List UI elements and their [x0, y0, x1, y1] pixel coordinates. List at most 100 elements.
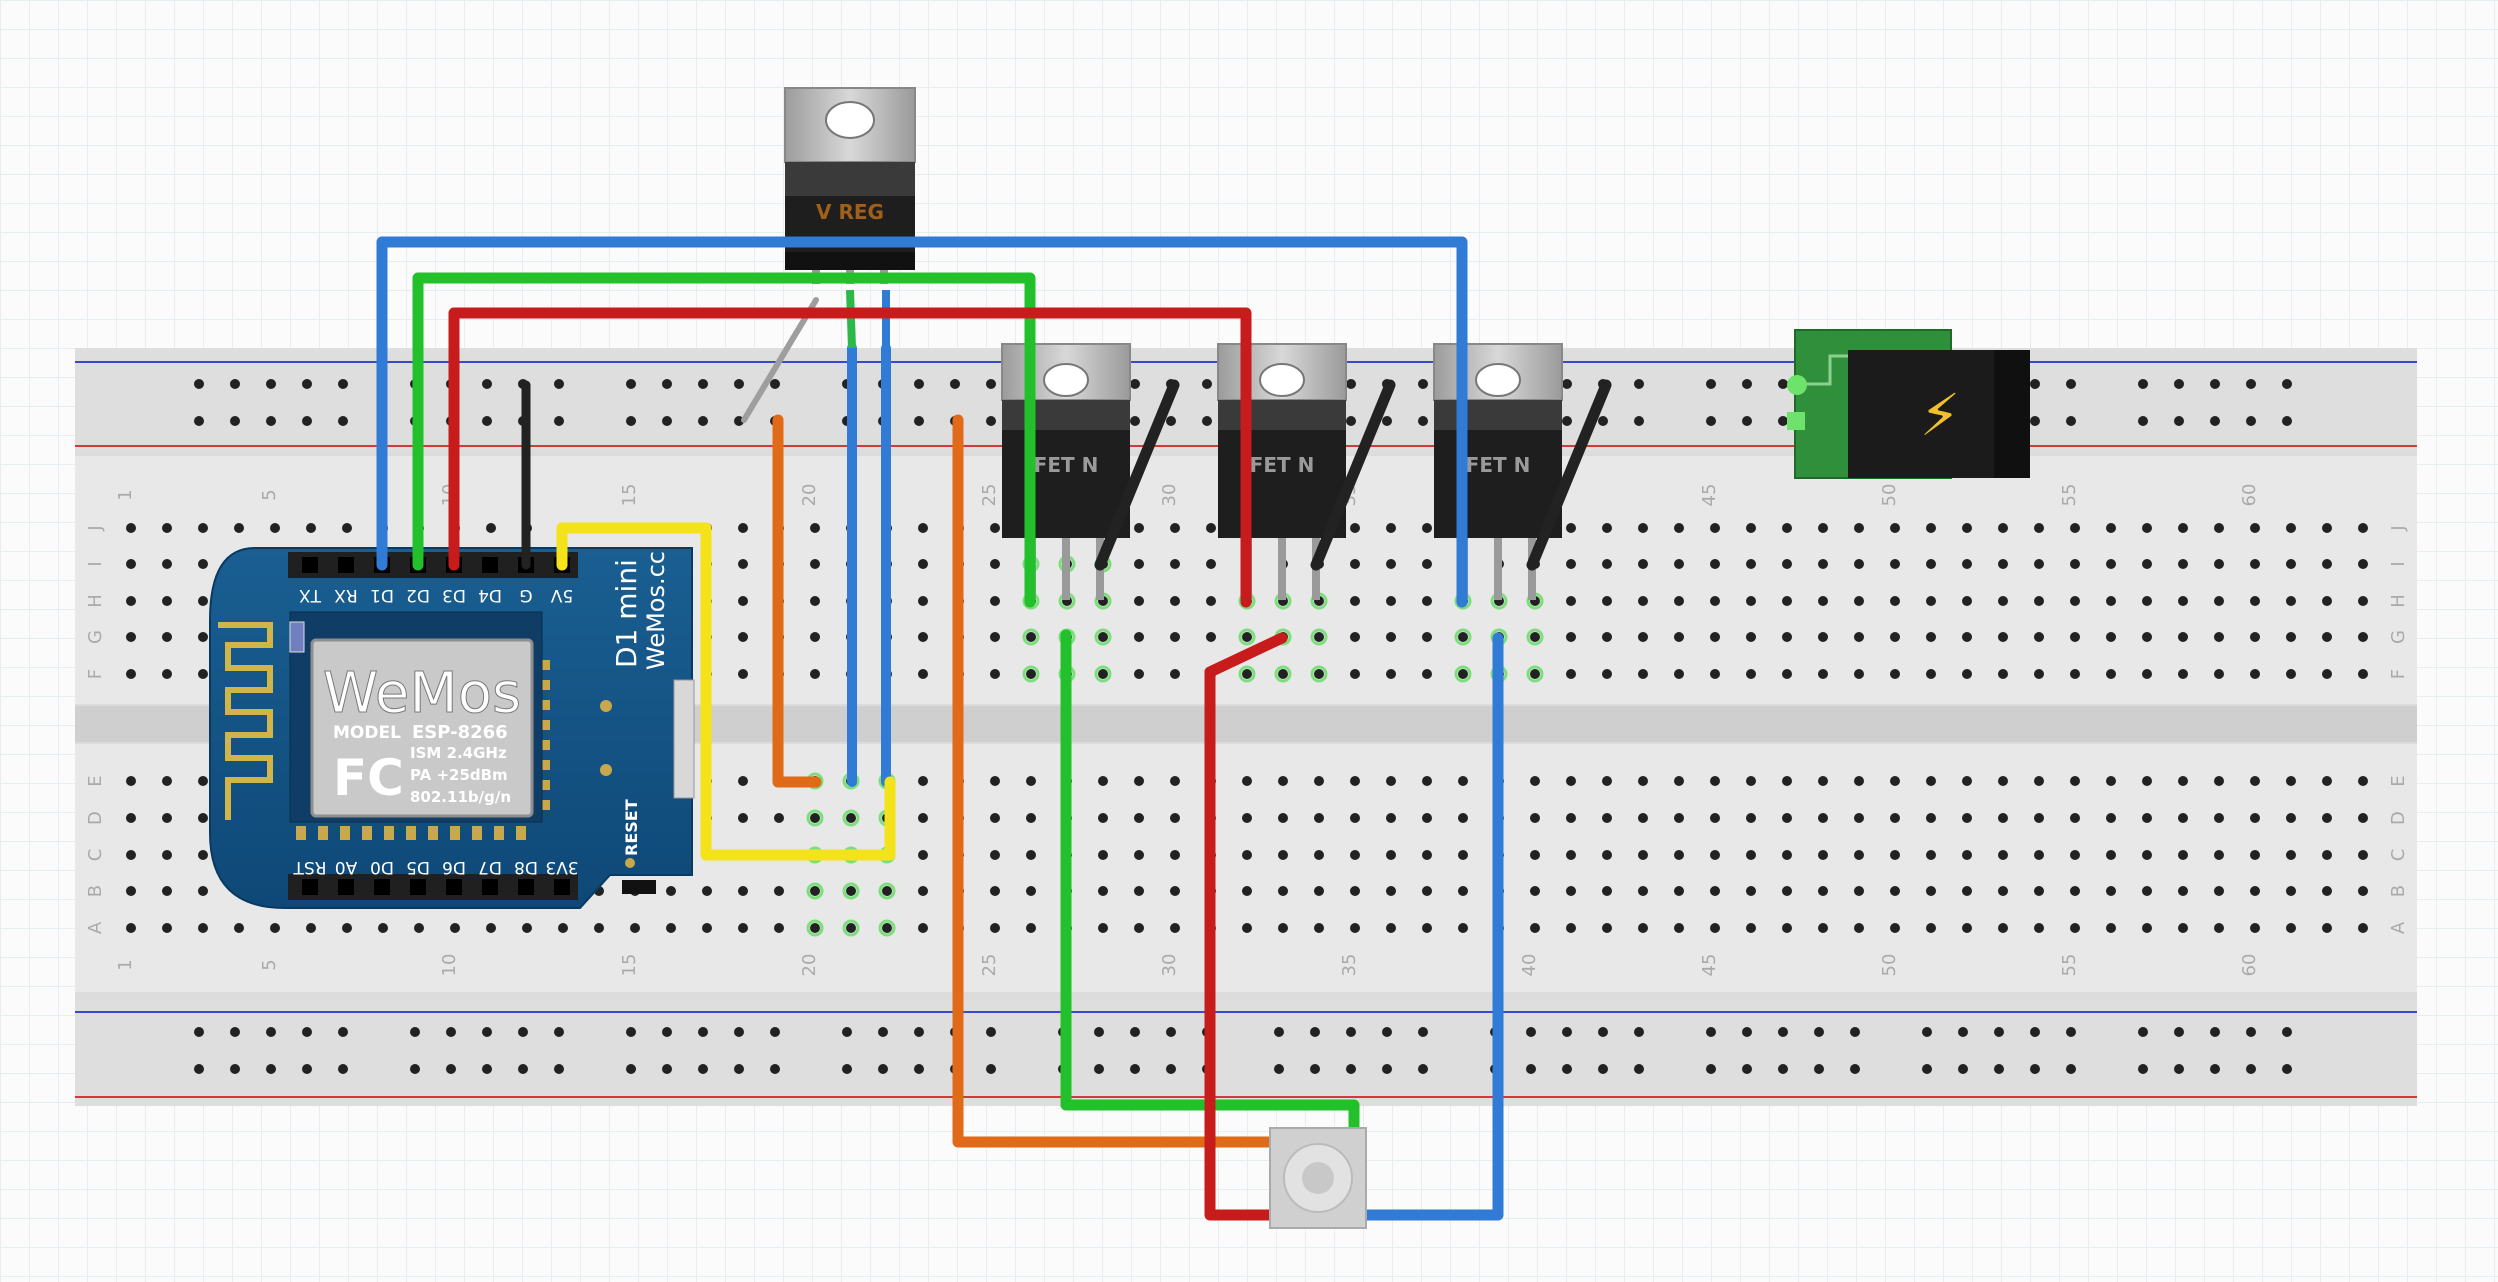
wire-green-d2: [412, 272, 1036, 608]
breadboard-hole: [2034, 923, 2044, 933]
breadboard-hole: [1746, 523, 1756, 533]
mosfet-label: FET N: [1034, 453, 1099, 477]
power-rail-hole: [1130, 416, 1140, 426]
breadboard-hole: [1530, 669, 1540, 679]
breadboard-hole: [1746, 923, 1756, 933]
breadboard-hole: [2214, 813, 2224, 823]
breadboard-hole: [1134, 669, 1144, 679]
breadboard-hole: [2106, 850, 2116, 860]
breadboard-hole: [1098, 632, 1108, 642]
breadboard-hole: [1710, 850, 1720, 860]
column-number: 45: [1699, 484, 1720, 507]
breadboard-hole: [846, 923, 856, 933]
power-rail-hole: [1166, 1064, 1176, 1074]
power-rail-hole: [230, 1027, 240, 1037]
breadboard-hole: [1134, 523, 1144, 533]
power-rail-hole: [1130, 1027, 1140, 1037]
breadboard-hole: [1314, 850, 1324, 860]
breadboard-hole: [1962, 850, 1972, 860]
breadboard-hole: [2070, 669, 2080, 679]
breadboard-hole: [1458, 776, 1468, 786]
breadboard-hole: [1098, 923, 1108, 933]
power-rail-hole: [230, 1064, 240, 1074]
power-rail-hole: [2138, 416, 2148, 426]
column-number: 15: [619, 484, 640, 507]
breadboard-hole: [1602, 850, 1612, 860]
breadboard-hole: [1818, 886, 1828, 896]
breadboard-hole: [1962, 776, 1972, 786]
esp-pad: [540, 760, 550, 770]
breadboard-hole: [1278, 813, 1288, 823]
breadboard-hole: [1854, 923, 1864, 933]
column-number: 55: [2059, 954, 2080, 977]
power-rail-hole: [986, 379, 996, 389]
breadboard-hole: [2214, 523, 2224, 533]
breadboard-hole: [2142, 813, 2152, 823]
breadboard-hole: [1422, 596, 1432, 606]
breadboard-hole: [1026, 669, 1036, 679]
breadboard-hole: [2322, 850, 2332, 860]
breadboard-hole: [162, 923, 172, 933]
power-rail-hole: [1562, 379, 1572, 389]
esp-pad: [540, 720, 550, 730]
breadboard-hole: [990, 886, 1000, 896]
breadboard-hole: [2034, 632, 2044, 642]
breadboard-hole: [1890, 850, 1900, 860]
connected-hole-highlight: [1238, 665, 1256, 683]
breadboard-hole: [2142, 632, 2152, 642]
breadboard-hole: [1674, 632, 1684, 642]
wire-blue-d1: [376, 236, 1468, 608]
breadboard-hole: [1638, 886, 1648, 896]
wire-black-gnd: [1526, 379, 1612, 571]
power-rail-hole: [194, 1027, 204, 1037]
breadboard-hole: [738, 923, 748, 933]
breadboard-hole: [918, 669, 928, 679]
power-rail-hole: [1814, 1064, 1824, 1074]
wire-orange-led: [952, 414, 1288, 1148]
power-rail-hole: [914, 416, 924, 426]
breadboard-hole: [198, 669, 208, 679]
breadboard-hole: [1170, 559, 1180, 569]
power-rail-hole: [1310, 1064, 1320, 1074]
power-rail-hole: [1634, 1027, 1644, 1037]
power-rail-hole: [1526, 1064, 1536, 1074]
mosfet-mount-hole: [1043, 363, 1089, 397]
breadboard-hole: [270, 923, 280, 933]
breadboard-hole: [162, 523, 172, 533]
power-rail-hole: [1634, 1064, 1644, 1074]
breadboard-hole: [2070, 523, 2080, 533]
power-rail-hole: [230, 416, 240, 426]
breadboard-hole: [2142, 850, 2152, 860]
breadboard-hole: [1638, 596, 1648, 606]
breadboard-hole: [2322, 776, 2332, 786]
power-rail-hole: [1706, 1027, 1716, 1037]
reset-button[interactable]: [622, 880, 656, 894]
breadboard-hole: [1422, 850, 1432, 860]
breadboard-hole: [1674, 776, 1684, 786]
breadboard-hole: [1998, 559, 2008, 569]
breadboard-hole: [2286, 776, 2296, 786]
breadboard-hole: [1710, 886, 1720, 896]
row-letter: D: [2388, 811, 2409, 825]
mosfet-label: FET N: [1466, 453, 1531, 477]
power-rail-hole: [1850, 1064, 1860, 1074]
power-rail-hole: [878, 1027, 888, 1037]
breadboard-hole: [2250, 886, 2260, 896]
breadboard-hole: [1566, 523, 1576, 533]
breadboard-hole: [1170, 886, 1180, 896]
breadboard-hole: [1134, 559, 1144, 569]
power-rail-hole: [554, 1027, 564, 1037]
breadboard-hole: [1926, 776, 1936, 786]
mosfet-mount-hole: [1259, 363, 1305, 397]
breadboard-hole: [918, 923, 928, 933]
power-rail-hole: [2246, 1027, 2256, 1037]
breadboard-hole: [1350, 632, 1360, 642]
breadboard-hole: [198, 523, 208, 533]
breadboard-hole: [1170, 850, 1180, 860]
breadboard-hole: [2178, 850, 2188, 860]
breadboard-hole: [1314, 886, 1324, 896]
breadboard-hole: [126, 776, 136, 786]
breadboard-hole: [234, 523, 244, 533]
breadboard-hole: [810, 886, 820, 896]
breadboard-hole: [990, 776, 1000, 786]
